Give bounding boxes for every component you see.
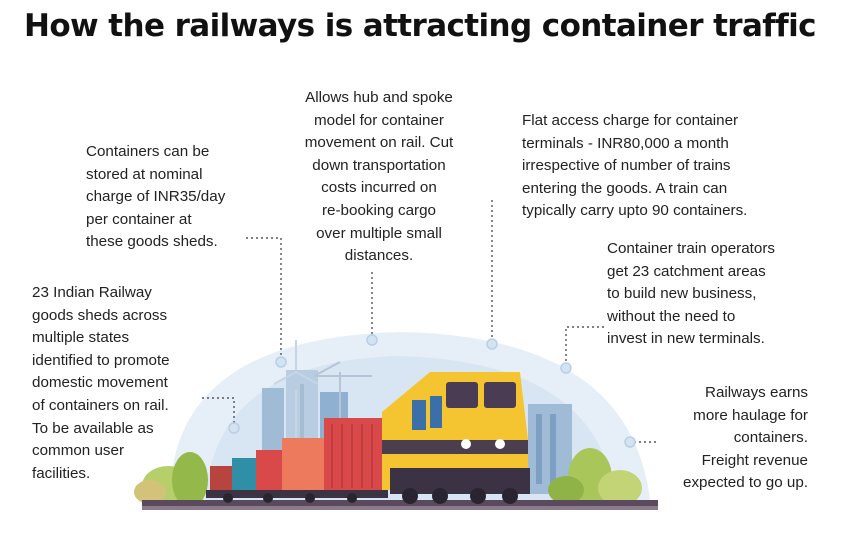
note-storage-charge: Containers can be stored at nominal char… [86,143,226,251]
note-goods-sheds: 23 Indian Railway goods sheds across mul… [32,284,170,482]
leader-dots [228,334,636,448]
note-train-operators: Container train operators get 23 catchme… [607,240,775,348]
note-haulage-revenue: Railways earns more haulage for containe… [683,384,808,492]
locomotive-icon [382,372,530,504]
container-wagon-icon [206,418,388,503]
bush-icon [134,448,642,508]
rail-track [142,500,658,506]
note-access-charge: Flat access charge for container termina… [522,112,748,220]
note-hub-and-spoke: Allows hub and spoke model for container… [304,89,454,265]
page-title: How the railways is attracting container… [24,8,816,44]
leader-lines [202,200,656,443]
